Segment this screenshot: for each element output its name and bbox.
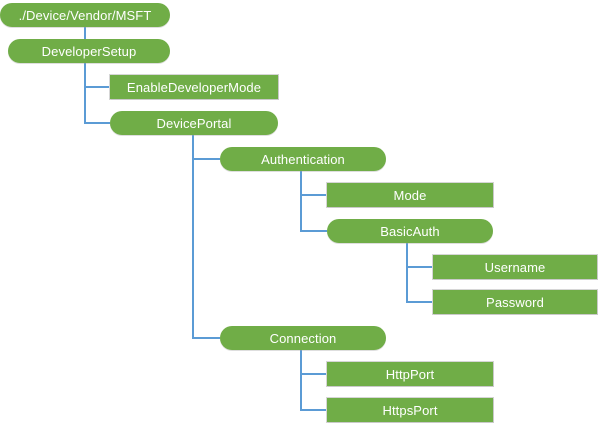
tree-node-root[interactable]: ./Device/Vendor/MSFT xyxy=(0,3,170,27)
connector-stub-enabledevelopermode xyxy=(84,86,110,88)
connector-stub-httpport xyxy=(300,373,327,375)
tree-node-deviceportal[interactable]: DevicePortal xyxy=(110,111,278,135)
connector-stub-basicauth xyxy=(300,230,327,232)
connector-deviceportal-trunk xyxy=(192,135,194,338)
connector-stub-authentication xyxy=(192,158,220,160)
connector-stub-mode xyxy=(300,194,327,196)
connector-stub-password xyxy=(406,301,433,303)
tree-node-mode[interactable]: Mode xyxy=(327,183,493,207)
tree-node-password[interactable]: Password xyxy=(433,290,597,314)
tree-node-httpport[interactable]: HttpPort xyxy=(327,362,493,386)
tree-node-username[interactable]: Username xyxy=(433,255,597,279)
connector-connection-trunk xyxy=(300,350,302,410)
connector-stub-httpsport xyxy=(300,409,327,411)
connector-root-to-developersetup xyxy=(84,27,86,40)
tree-node-enabledevelopermode[interactable]: EnableDeveloperMode xyxy=(110,75,278,99)
connector-developersetup-trunk xyxy=(84,63,86,124)
connector-basicauth-trunk xyxy=(406,243,408,302)
tree-node-connection[interactable]: Connection xyxy=(220,326,386,350)
connector-stub-username xyxy=(406,266,433,268)
tree-node-developersetup[interactable]: DeveloperSetup xyxy=(8,39,170,63)
tree-node-authentication[interactable]: Authentication xyxy=(220,147,386,171)
connector-stub-connection xyxy=(192,337,220,339)
tree-node-basicauth[interactable]: BasicAuth xyxy=(327,219,493,243)
tree-node-httpsport[interactable]: HttpsPort xyxy=(327,398,493,422)
connector-authentication-trunk xyxy=(300,171,302,231)
connector-stub-deviceportal xyxy=(84,122,110,124)
